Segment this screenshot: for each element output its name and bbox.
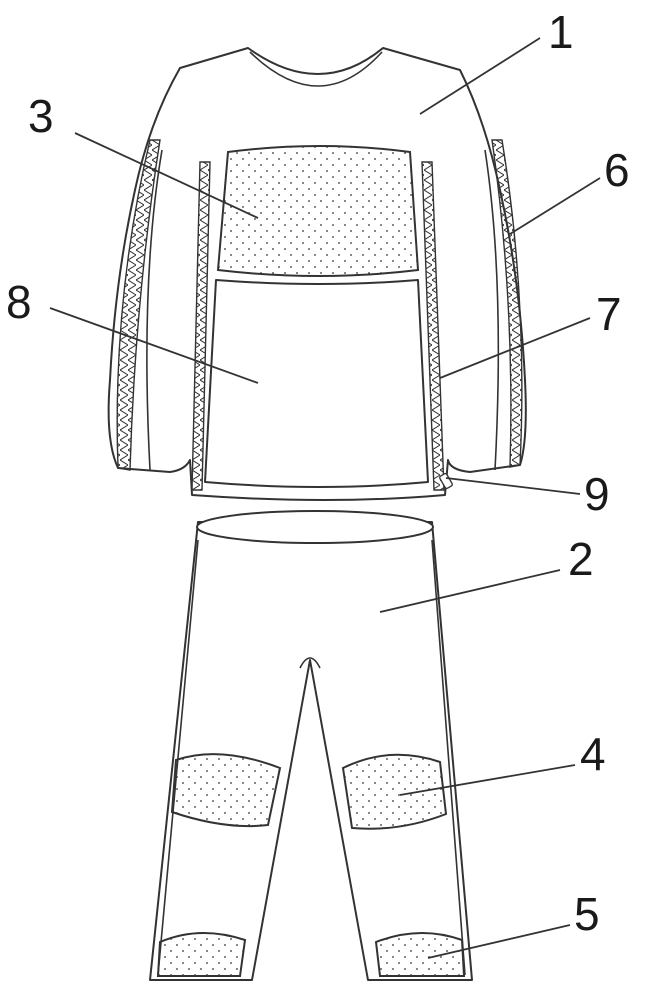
left-sleeve-strip	[116, 139, 161, 471]
leader-8	[49, 307, 259, 384]
label-2: 2	[568, 533, 594, 585]
leader-6	[509, 177, 601, 235]
label-8: 8	[6, 276, 32, 328]
right-sleeve-seam	[484, 149, 500, 471]
leader-1	[419, 37, 541, 115]
leader-7	[439, 317, 591, 379]
front-panel	[204, 279, 429, 488]
left-leg-inner-line	[157, 539, 199, 976]
label-4: 4	[580, 728, 606, 780]
left-ankle-pad	[156, 932, 247, 977]
waistband	[196, 510, 434, 544]
right-side-strip	[421, 161, 445, 491]
label-7: 7	[596, 288, 622, 340]
chest-pad	[216, 145, 420, 277]
leader-3	[74, 132, 259, 219]
shirt	[107, 47, 527, 501]
label-5: 5	[574, 888, 600, 940]
left-sleeve-seam	[146, 149, 163, 471]
label-9: 9	[584, 468, 610, 520]
shirt-neckline	[249, 51, 383, 87]
leader-2	[379, 569, 561, 613]
label-3: 3	[28, 90, 54, 142]
crotch-curve	[299, 657, 321, 669]
right-sleeve-strip	[491, 139, 523, 468]
right-leg-inner-line	[431, 539, 466, 976]
label-6: 6	[604, 144, 630, 196]
label-1: 1	[548, 6, 574, 58]
left-knee-pad	[170, 753, 282, 828]
leader-9	[445, 477, 581, 495]
right-ankle-pad	[374, 932, 466, 977]
leader-5	[427, 924, 571, 959]
leader-4	[399, 764, 576, 796]
left-side-strip	[191, 161, 211, 491]
right-knee-pad	[341, 753, 448, 830]
number-labels: 1 3 6 8 7 9 2 4 5	[6, 6, 630, 940]
pants	[149, 510, 473, 981]
leader-lines	[49, 37, 601, 959]
pants-outline	[149, 521, 473, 981]
